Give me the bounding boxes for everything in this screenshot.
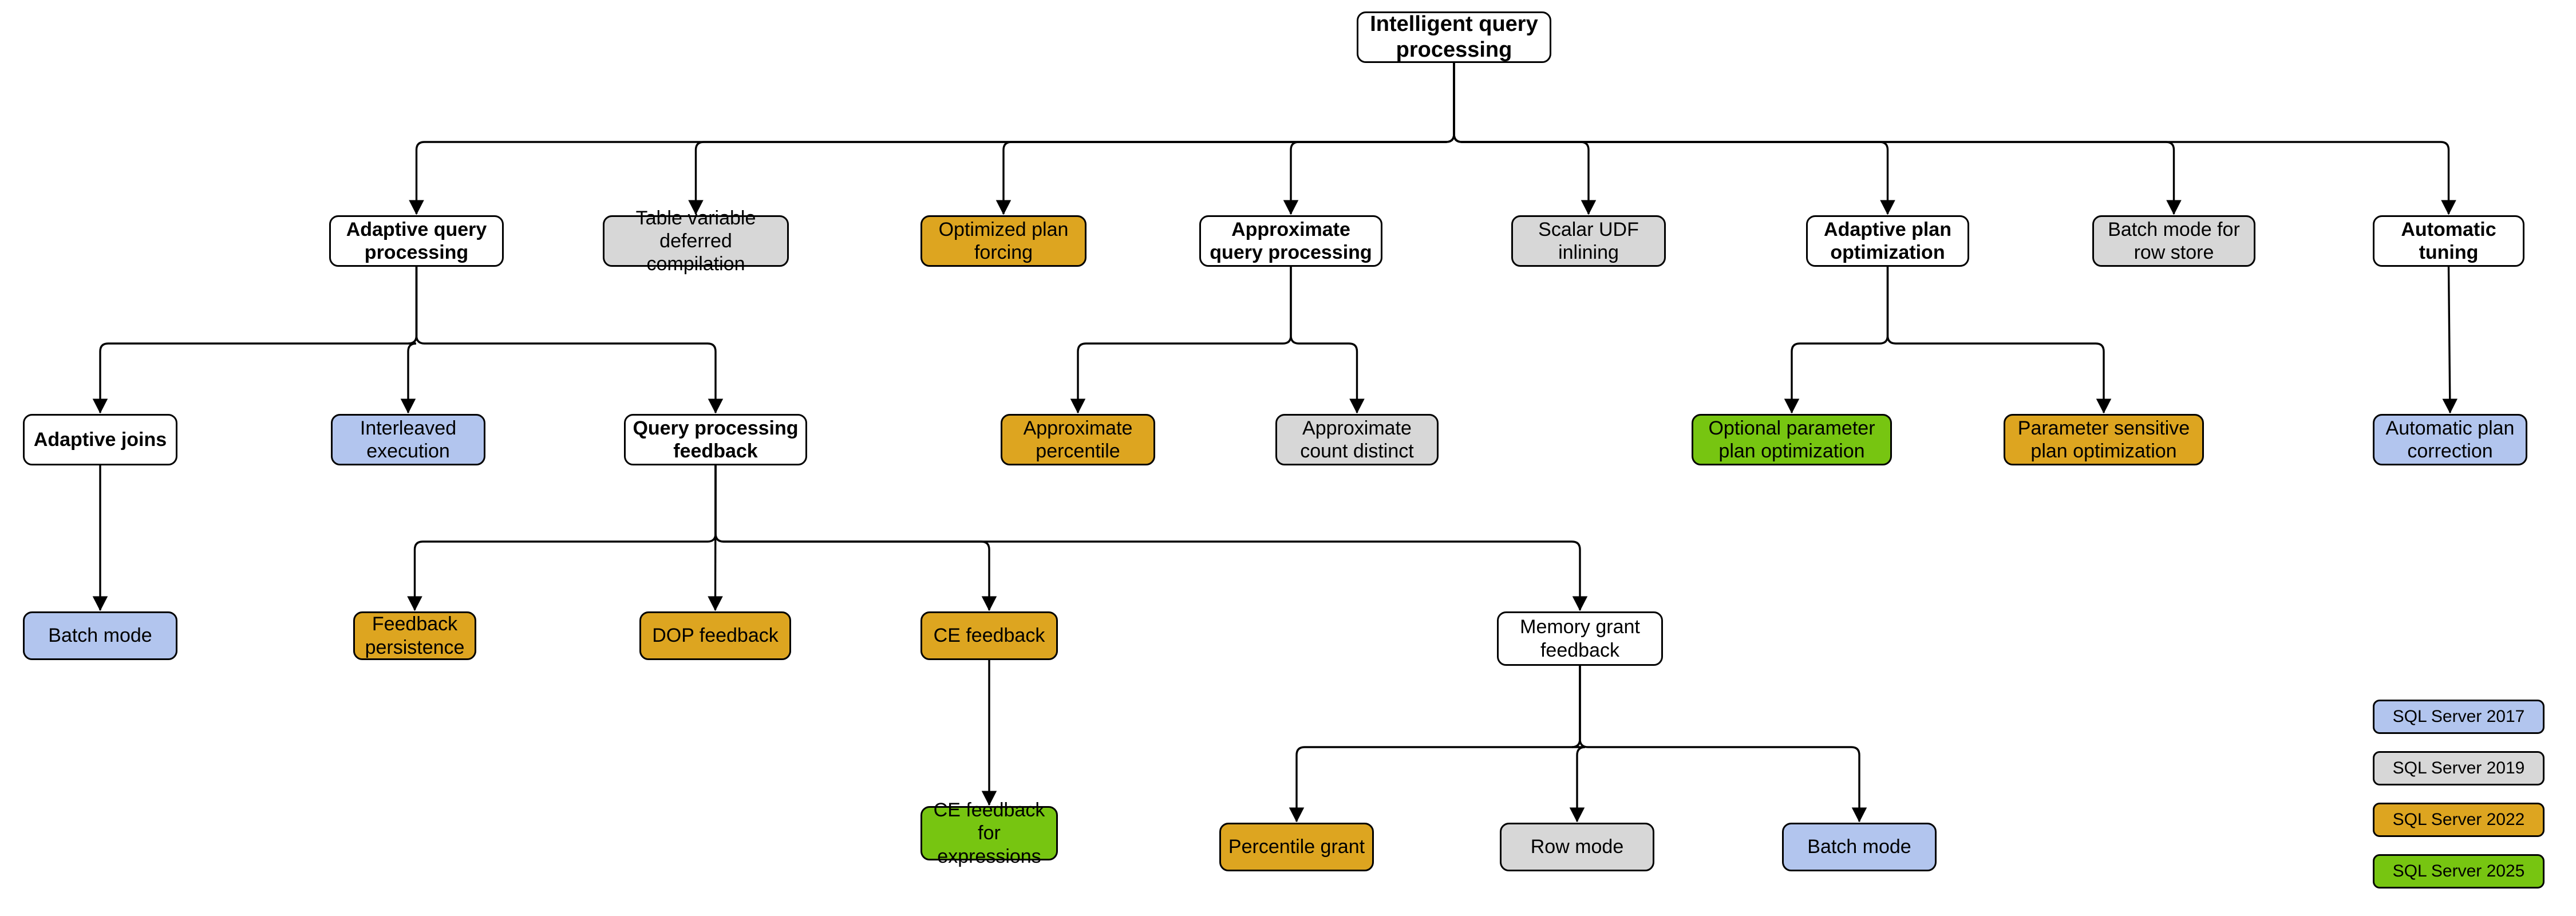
edge-root-to-at — [1453, 63, 2456, 215]
node-label: Feedback persistence — [365, 613, 465, 658]
node-label: Approximate count distinct — [1300, 417, 1414, 462]
edge-aqpx-to-ap — [1070, 267, 1292, 414]
node-apc[interactable]: Automatic plan correction — [2373, 414, 2527, 465]
node-cefe[interactable]: CE feedback for expressions — [920, 799, 1058, 867]
edge-aqp-to-ie — [400, 267, 418, 414]
node-at[interactable]: Automatic tuning — [2373, 215, 2524, 267]
node-aqp[interactable]: Adaptive query processing — [329, 215, 504, 267]
edge-aqp-to-qpf — [415, 267, 724, 414]
node-label: CE feedback — [933, 625, 1045, 647]
node-dopf[interactable]: DOP feedback — [639, 611, 791, 660]
legend-item-label: SQL Server 2022 — [2392, 810, 2525, 829]
edge-root-to-bmrs — [1453, 63, 2182, 215]
node-label: Optimized plan forcing — [938, 218, 1069, 263]
edge-at-to-apc — [2442, 266, 2458, 414]
node-label: Percentile grant — [1228, 836, 1365, 858]
edge-apo-to-oppo — [1784, 267, 1889, 414]
node-label: Optional parameter plan optimization — [1708, 417, 1875, 462]
edge-root-to-tvdc — [688, 63, 1455, 215]
node-qpf[interactable]: Query processing feedback — [624, 414, 807, 465]
node-ie[interactable]: Interleaved execution — [331, 414, 485, 465]
node-label: Automatic tuning — [2401, 218, 2496, 263]
node-opf[interactable]: Optimized plan forcing — [920, 215, 1086, 267]
node-bmrs[interactable]: Batch mode for row store — [2092, 215, 2255, 267]
node-label: Adaptive plan optimization — [1824, 218, 1951, 263]
edge-root-to-aqpx — [1283, 63, 1455, 215]
node-rm[interactable]: Row mode — [1500, 823, 1654, 871]
legend-item-sql-server-2017[interactable]: SQL Server 2017 — [2373, 700, 2545, 734]
node-label: Parameter sensitive plan optimization — [2017, 417, 2190, 462]
edge-root-to-opf — [995, 63, 1455, 215]
node-label: Interleaved execution — [359, 417, 457, 462]
edge-qpf-to-fp — [407, 465, 717, 611]
node-label: Approximate percentile — [1023, 417, 1133, 462]
node-bm1[interactable]: Batch mode — [23, 611, 177, 660]
legend-item-label: SQL Server 2017 — [2392, 707, 2525, 726]
edge-root-to-sudf — [1453, 63, 1597, 215]
node-label: Table variable deferred compilation — [635, 207, 756, 275]
node-fp[interactable]: Feedback persistence — [353, 611, 476, 660]
node-sudf[interactable]: Scalar UDF inlining — [1511, 215, 1666, 267]
node-acd[interactable]: Approximate count distinct — [1275, 414, 1439, 465]
edge-apo-to-pspo — [1886, 267, 2112, 414]
node-label: DOP feedback — [652, 625, 779, 647]
edge-root-to-apo — [1453, 63, 1895, 215]
node-pspo[interactable]: Parameter sensitive plan optimization — [2004, 414, 2204, 465]
legend-item-sql-server-2025[interactable]: SQL Server 2025 — [2373, 854, 2545, 889]
edge-root-to-aqp — [409, 63, 1455, 215]
node-label: CE feedback for expressions — [933, 799, 1045, 867]
node-aqpx[interactable]: Approximate query processing — [1199, 215, 1382, 267]
node-cef[interactable]: CE feedback — [920, 611, 1058, 660]
edge-qpf-to-cef — [714, 465, 997, 611]
node-ap[interactable]: Approximate percentile — [1001, 414, 1155, 465]
node-label: Adaptive query processing — [346, 218, 487, 263]
node-bm2[interactable]: Batch mode — [1782, 823, 1937, 871]
node-label: Batch mode — [48, 625, 152, 647]
legend-item-sql-server-2019[interactable]: SQL Server 2019 — [2373, 751, 2545, 785]
node-label: Approximate query processing — [1210, 218, 1372, 263]
node-label: Query processing feedback — [633, 417, 799, 462]
edge-mgf-to-rm — [1569, 666, 1586, 823]
legend-item-label: SQL Server 2019 — [2392, 759, 2525, 777]
node-oppo[interactable]: Optional parameter plan optimization — [1692, 414, 1892, 465]
edge-mgf-to-pg — [1289, 666, 1581, 823]
legend-item-sql-server-2022[interactable]: SQL Server 2022 — [2373, 803, 2545, 837]
node-pg[interactable]: Percentile grant — [1219, 823, 1374, 871]
edge-aqpx-to-acd — [1290, 267, 1365, 414]
node-label: Adaptive joins — [33, 428, 167, 451]
node-label: Scalar UDF inlining — [1538, 218, 1639, 263]
legend-item-label: SQL Server 2025 — [2392, 862, 2525, 881]
node-aj[interactable]: Adaptive joins — [23, 414, 177, 465]
node-tvdc[interactable]: Table variable deferred compilation — [603, 207, 789, 275]
node-label: Batch mode — [1807, 836, 1911, 858]
edge-aqp-to-aj — [92, 267, 418, 414]
node-label: Intelligent query processing — [1370, 12, 1538, 62]
node-label: Batch mode for row store — [2108, 218, 2240, 263]
node-label: Automatic plan correction — [2385, 417, 2515, 462]
edge-mgf-to-bm2 — [1579, 666, 1867, 823]
node-label: Row mode — [1530, 836, 1624, 858]
node-root[interactable]: Intelligent query processing — [1357, 11, 1551, 63]
node-label: Memory grant feedback — [1520, 616, 1640, 661]
node-mgf[interactable]: Memory grant feedback — [1497, 611, 1663, 666]
node-apo[interactable]: Adaptive plan optimization — [1806, 215, 1969, 267]
edge-qpf-to-mgf — [714, 465, 1588, 611]
